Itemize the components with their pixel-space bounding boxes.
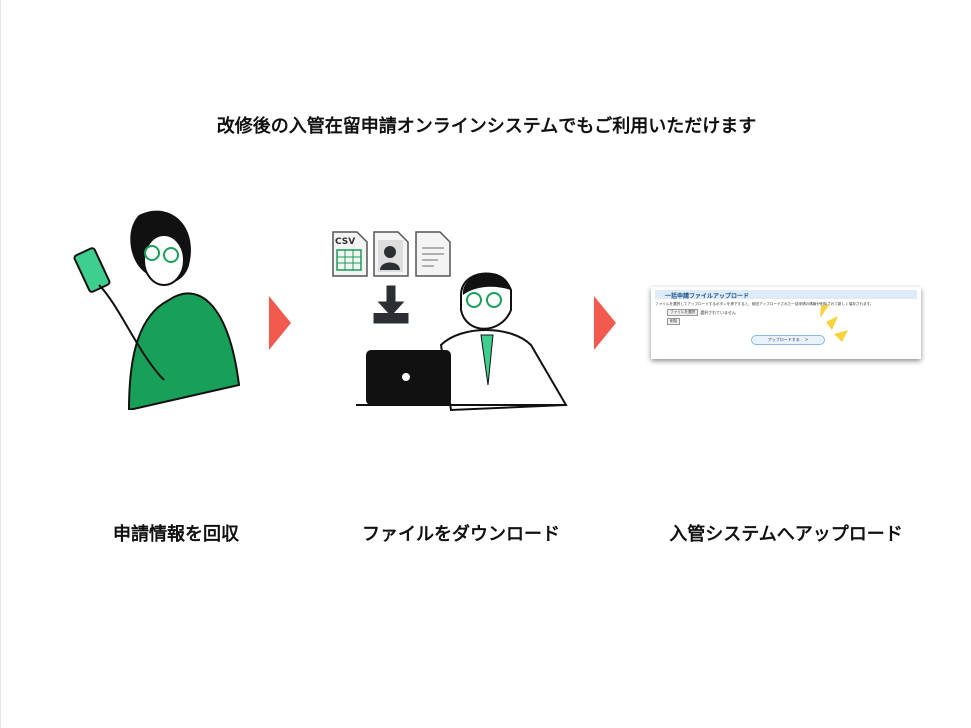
delete-button[interactable]: 削除	[667, 318, 681, 325]
woman-phone-illustration	[73, 210, 241, 410]
highlight-sparkle-icon	[820, 304, 848, 342]
upload-button[interactable]: アップロードする >	[751, 335, 825, 345]
csv-file-icon: CSV	[332, 231, 368, 277]
upload-label: アップロードする	[767, 337, 800, 342]
choose-file-button[interactable]: ファイルを選択	[667, 309, 699, 316]
chevron-right-icon: >	[804, 337, 809, 342]
upload-screen-description: ファイルを選択してアップロードするボタンを押下すると、前回アップロードされた一括…	[655, 302, 874, 306]
step-arrow-1	[269, 296, 291, 350]
step-arrow-2	[594, 296, 616, 350]
step-label-upload: 入管システムへアップロード	[669, 524, 903, 545]
step-label-collect: 申請情報を回収	[113, 524, 239, 545]
man-laptop-illustration	[356, 272, 568, 412]
no-file-text: 選択されていません	[700, 309, 736, 315]
upload-screen-screenshot: 一括申請ファイルアップロード ファイルを選択してアップロードするボタンを押下する…	[651, 287, 921, 359]
id-photo-file-icon	[373, 231, 409, 277]
upload-screen-header: 一括申請ファイルアップロード	[655, 290, 917, 300]
download-icon	[373, 285, 409, 324]
svg-text:CSV: CSV	[335, 237, 355, 247]
page-title: 改修後の入管在留申請オンラインシステムでもご利用いただけます	[216, 116, 757, 137]
document-file-icon	[415, 231, 451, 277]
step-label-download: ファイルをダウンロード	[362, 524, 560, 545]
